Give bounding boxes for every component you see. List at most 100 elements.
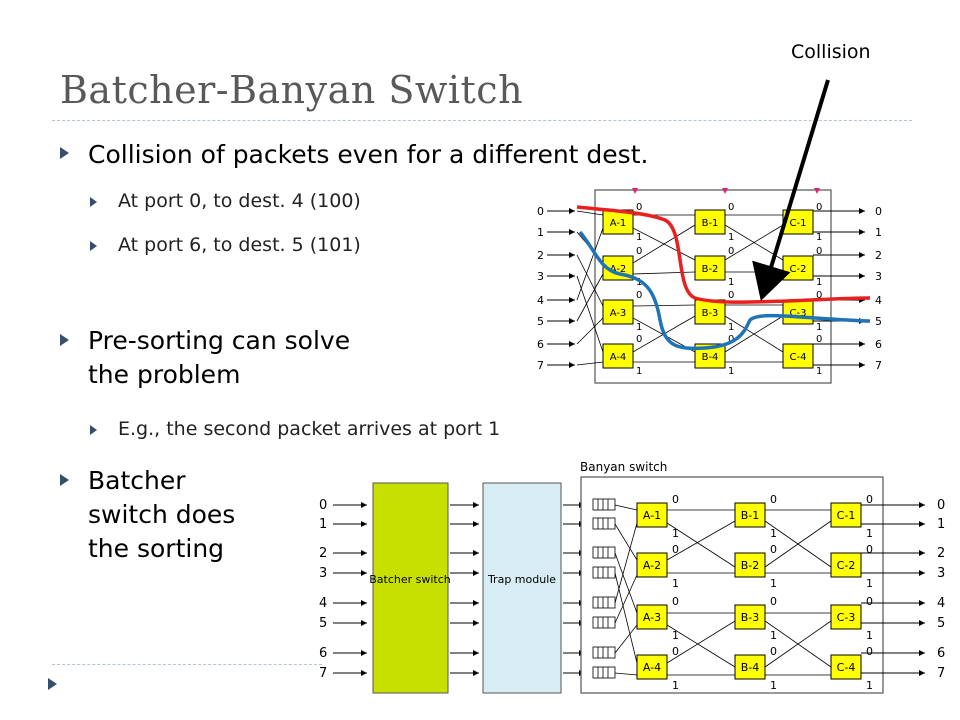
collision-label: Collision <box>791 41 871 63</box>
svg-text:0: 0 <box>672 645 679 658</box>
svg-text:0: 0 <box>537 205 544 218</box>
svg-text:1: 1 <box>816 366 822 377</box>
svg-text:4: 4 <box>537 294 544 307</box>
sub-bullet-2a: E.g., the second packet arrives at port … <box>118 418 501 440</box>
svg-text:0: 0 <box>672 543 679 556</box>
svg-text:6: 6 <box>875 338 882 351</box>
svg-text:1: 1 <box>672 629 679 642</box>
svg-text:C-3: C-3 <box>790 308 807 319</box>
svg-text:0: 0 <box>636 334 642 345</box>
svg-text:1: 1 <box>319 517 327 532</box>
svg-text:2: 2 <box>875 249 882 262</box>
svg-text:C-4: C-4 <box>790 352 807 363</box>
svg-text:1: 1 <box>636 322 642 333</box>
svg-text:A-4: A-4 <box>610 352 627 363</box>
bullet-2: Pre-sorting can solve the problem <box>88 326 351 389</box>
slide-title: Batcher-Banyan Switch <box>60 68 524 112</box>
svg-text:B-3: B-3 <box>702 308 719 319</box>
svg-text:0: 0 <box>636 290 642 301</box>
svg-text:0: 0 <box>770 543 777 556</box>
svg-text:5: 5 <box>937 616 945 631</box>
bullet-3: Batcher switch does the sorting <box>88 466 236 563</box>
svg-text:C-3: C-3 <box>837 611 856 624</box>
svg-text:0: 0 <box>672 595 679 608</box>
banyan-switch-label: Banyan switch <box>580 460 667 474</box>
svg-text:3: 3 <box>537 270 544 283</box>
bullet-icon <box>60 334 69 346</box>
svg-text:0: 0 <box>672 493 679 506</box>
sub-bullet-icon <box>90 197 97 207</box>
svg-text:C-4: C-4 <box>837 661 856 674</box>
blue-packet-path <box>578 230 871 351</box>
svg-text:5: 5 <box>319 616 327 631</box>
svg-text:3: 3 <box>875 270 882 283</box>
svg-text:1: 1 <box>537 226 544 239</box>
svg-text:A-3: A-3 <box>610 308 627 319</box>
svg-text:1: 1 <box>875 226 882 239</box>
svg-text:C-1: C-1 <box>790 218 807 229</box>
collision-arrow <box>752 79 830 301</box>
svg-text:1: 1 <box>770 527 777 540</box>
svg-text:0: 0 <box>728 202 734 213</box>
svg-text:1: 1 <box>636 277 642 288</box>
svg-text:0: 0 <box>816 290 822 301</box>
svg-text:1: 1 <box>866 577 873 590</box>
svg-text:1: 1 <box>816 322 822 333</box>
svg-text:B-3: B-3 <box>741 611 760 624</box>
svg-text:0: 0 <box>728 290 734 301</box>
svg-text:1: 1 <box>728 232 734 243</box>
svg-text:1: 1 <box>866 629 873 642</box>
svg-text:B-1: B-1 <box>741 509 760 522</box>
svg-text:0: 0 <box>816 334 822 345</box>
svg-text:7: 7 <box>319 666 327 681</box>
svg-text:2: 2 <box>537 249 544 262</box>
sub-bullet-1b: At port 6, to dest. 5 (101) <box>118 234 361 256</box>
svg-text:0: 0 <box>866 645 873 658</box>
svg-text:0: 0 <box>770 493 777 506</box>
svg-text:0: 0 <box>866 543 873 556</box>
svg-text:6: 6 <box>937 646 945 661</box>
svg-text:B-4: B-4 <box>702 352 719 363</box>
svg-text:0: 0 <box>875 205 882 218</box>
svg-text:B-2: B-2 <box>741 559 760 572</box>
svg-text:5: 5 <box>875 315 882 328</box>
top-inputs: 0 1 2 3 4 5 6 7 <box>537 205 575 372</box>
trap-module-box <box>482 482 562 694</box>
svg-text:1: 1 <box>672 527 679 540</box>
footer-divider <box>52 664 322 665</box>
svg-text:4: 4 <box>319 596 327 611</box>
svg-text:0: 0 <box>937 498 945 513</box>
svg-text:C-2: C-2 <box>837 559 856 572</box>
svg-text:0: 0 <box>866 493 873 506</box>
svg-text:B-1: B-1 <box>702 218 719 229</box>
svg-text:A-4: A-4 <box>643 661 661 674</box>
top-switches <box>602 209 814 369</box>
batcher-banyan-diagram: Banyan switch 0 1 2 3 4 5 6 7 Batcher sw… <box>319 460 945 694</box>
svg-text:1: 1 <box>636 232 642 243</box>
svg-text:0: 0 <box>728 246 734 257</box>
svg-text:0: 0 <box>770 595 777 608</box>
svg-text:A-2: A-2 <box>643 559 661 572</box>
sub-bullet-icon <box>90 241 97 251</box>
svg-text:7: 7 <box>537 359 544 372</box>
svg-text:0: 0 <box>728 334 734 345</box>
svg-text:0: 0 <box>770 645 777 658</box>
red-packet-path <box>576 205 871 304</box>
svg-text:1: 1 <box>636 366 642 377</box>
svg-text:A-1: A-1 <box>610 218 627 229</box>
svg-text:1: 1 <box>770 679 777 692</box>
svg-text:A-3: A-3 <box>643 611 661 624</box>
svg-text:1: 1 <box>770 577 777 590</box>
svg-text:1: 1 <box>816 277 822 288</box>
svg-text:1: 1 <box>937 517 945 532</box>
title-divider <box>52 120 912 121</box>
svg-text:6: 6 <box>537 338 544 351</box>
svg-text:1: 1 <box>866 527 873 540</box>
batcher-switch-box <box>372 482 449 694</box>
svg-text:4: 4 <box>937 596 945 611</box>
svg-text:1: 1 <box>728 277 734 288</box>
svg-text:7: 7 <box>937 666 945 681</box>
svg-text:1: 1 <box>816 232 822 243</box>
svg-text:1: 1 <box>770 629 777 642</box>
svg-text:Trap module: Trap module <box>487 573 556 586</box>
